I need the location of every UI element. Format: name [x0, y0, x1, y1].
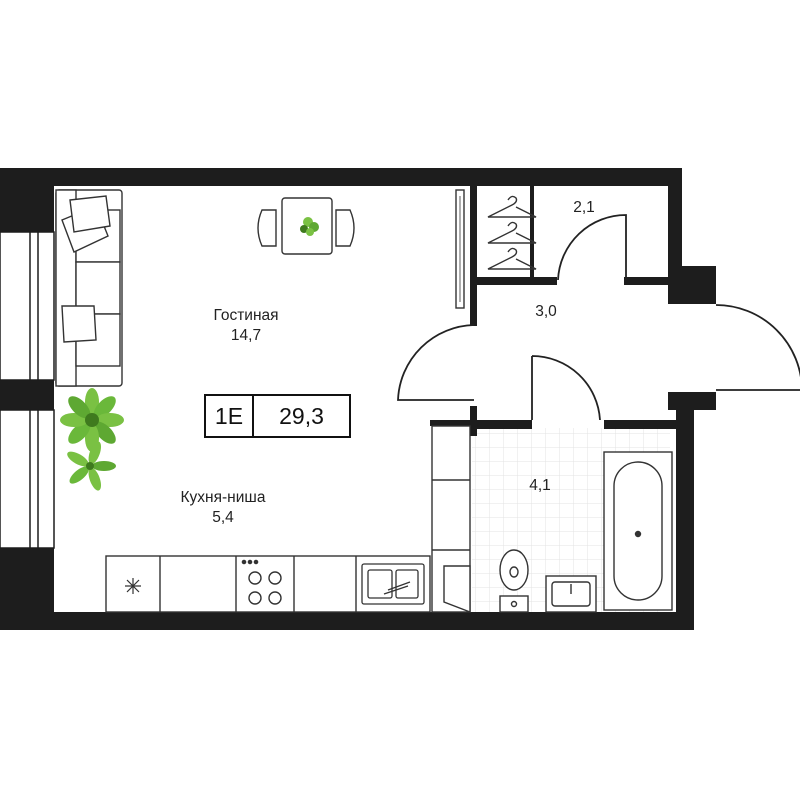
bath-shelf	[431, 425, 471, 613]
room-label-hall: 3,0	[526, 302, 566, 322]
room-area: 14,7	[230, 327, 262, 344]
walls	[0, 168, 716, 630]
room-label-living: Гостиная 14,7	[196, 306, 296, 346]
room-label-kitchen: Кухня-ниша 5,4	[160, 488, 286, 528]
table-plant-icon	[300, 217, 319, 236]
doors	[397, 214, 800, 421]
room-name: Гостиная	[213, 307, 279, 324]
wardrobe	[455, 189, 465, 309]
stove-icon	[241, 559, 282, 605]
hanger-icon	[487, 195, 537, 270]
room-label-bathroom: 4,1	[520, 476, 560, 496]
washbasin-icon	[545, 575, 597, 613]
toilet-icon	[499, 549, 529, 613]
room-area: 5,4	[212, 509, 234, 526]
washer	[443, 565, 471, 614]
room-label-wardrobe: 2,1	[564, 198, 604, 218]
plant-icon	[60, 388, 124, 491]
sink-icon	[361, 563, 425, 605]
fridge-icon	[125, 578, 141, 594]
apartment-code: 1E	[206, 396, 254, 436]
windows	[0, 231, 55, 549]
apartment-badge: 1E 29,3	[204, 394, 351, 438]
room-name: Кухня-ниша	[180, 489, 266, 506]
room-area: 4,1	[529, 477, 551, 494]
room-area: 3,0	[535, 303, 557, 320]
bathtub-icon	[603, 451, 673, 611]
sofa-icon	[55, 189, 123, 387]
apartment-total-area: 29,3	[279, 402, 324, 429]
room-area: 2,1	[573, 199, 595, 216]
